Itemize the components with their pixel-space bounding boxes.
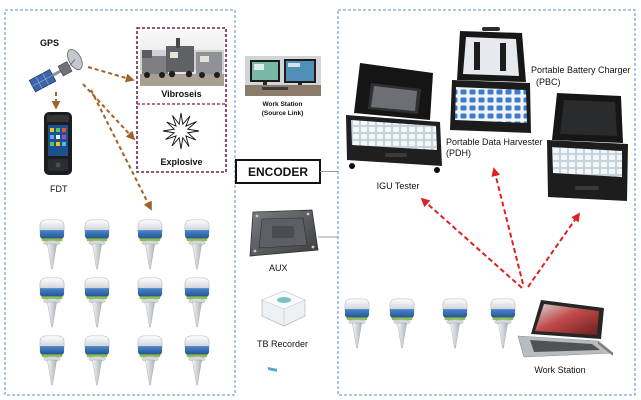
gps-to-geophones-arrow: [90, 89, 152, 211]
seismic-source-panel: Vibroseis Explosive: [136, 27, 227, 173]
fdt-label: FDT: [50, 184, 68, 194]
pdh-label: Portable Data Harvester: [446, 137, 543, 147]
pdh-abbr: (PDH): [446, 148, 471, 158]
pbc-case-icon: [547, 93, 628, 201]
pbc-label: Portable Battery Charger: [531, 65, 631, 75]
aux-label: AUX: [269, 263, 288, 273]
igu-tester-label: IGU Tester: [377, 181, 420, 191]
workstation-to-igu-arrow: [420, 197, 523, 289]
aux-device-icon: [249, 209, 319, 257]
pbc-abbr: (PBC): [536, 77, 561, 87]
encoder-box: ENCODER: [235, 159, 321, 184]
vibroseis-truck-photo: [140, 31, 224, 86]
explosive-label: Explosive: [160, 157, 202, 167]
explosive-starburst-icon: [162, 112, 200, 150]
field-workstation-label: Work Station: [534, 365, 585, 375]
pdh-case-icon: [450, 27, 531, 133]
vibroseis-label: Vibroseis: [161, 89, 201, 99]
gps-to-vibroseis-arrow: [87, 66, 135, 83]
workstation-to-pbc-arrow: [527, 212, 581, 288]
source-workstation-label: Work Station: [263, 101, 303, 108]
fdt-handheld-icon: [44, 112, 72, 175]
tb-recorder-icon: [261, 290, 306, 372]
source-link-workstation-photo: [245, 56, 321, 96]
field-source-region-box: [4, 9, 236, 396]
workstation-to-pdh-arrow: [491, 167, 524, 285]
source-workstation-sublabel: (Source Link): [262, 110, 304, 117]
laptop-workstation-icon: [517, 300, 614, 358]
field-equipment-region-box: [337, 9, 636, 396]
gps-satellite-icon: [28, 49, 83, 93]
encoder-label: ENCODER: [248, 165, 308, 179]
tb-recorder-label: TB Recorder: [257, 339, 308, 349]
igu-tester-case-icon: [346, 63, 442, 173]
gps-label: GPS: [40, 38, 59, 48]
gps-to-explosive-arrow: [82, 83, 136, 141]
